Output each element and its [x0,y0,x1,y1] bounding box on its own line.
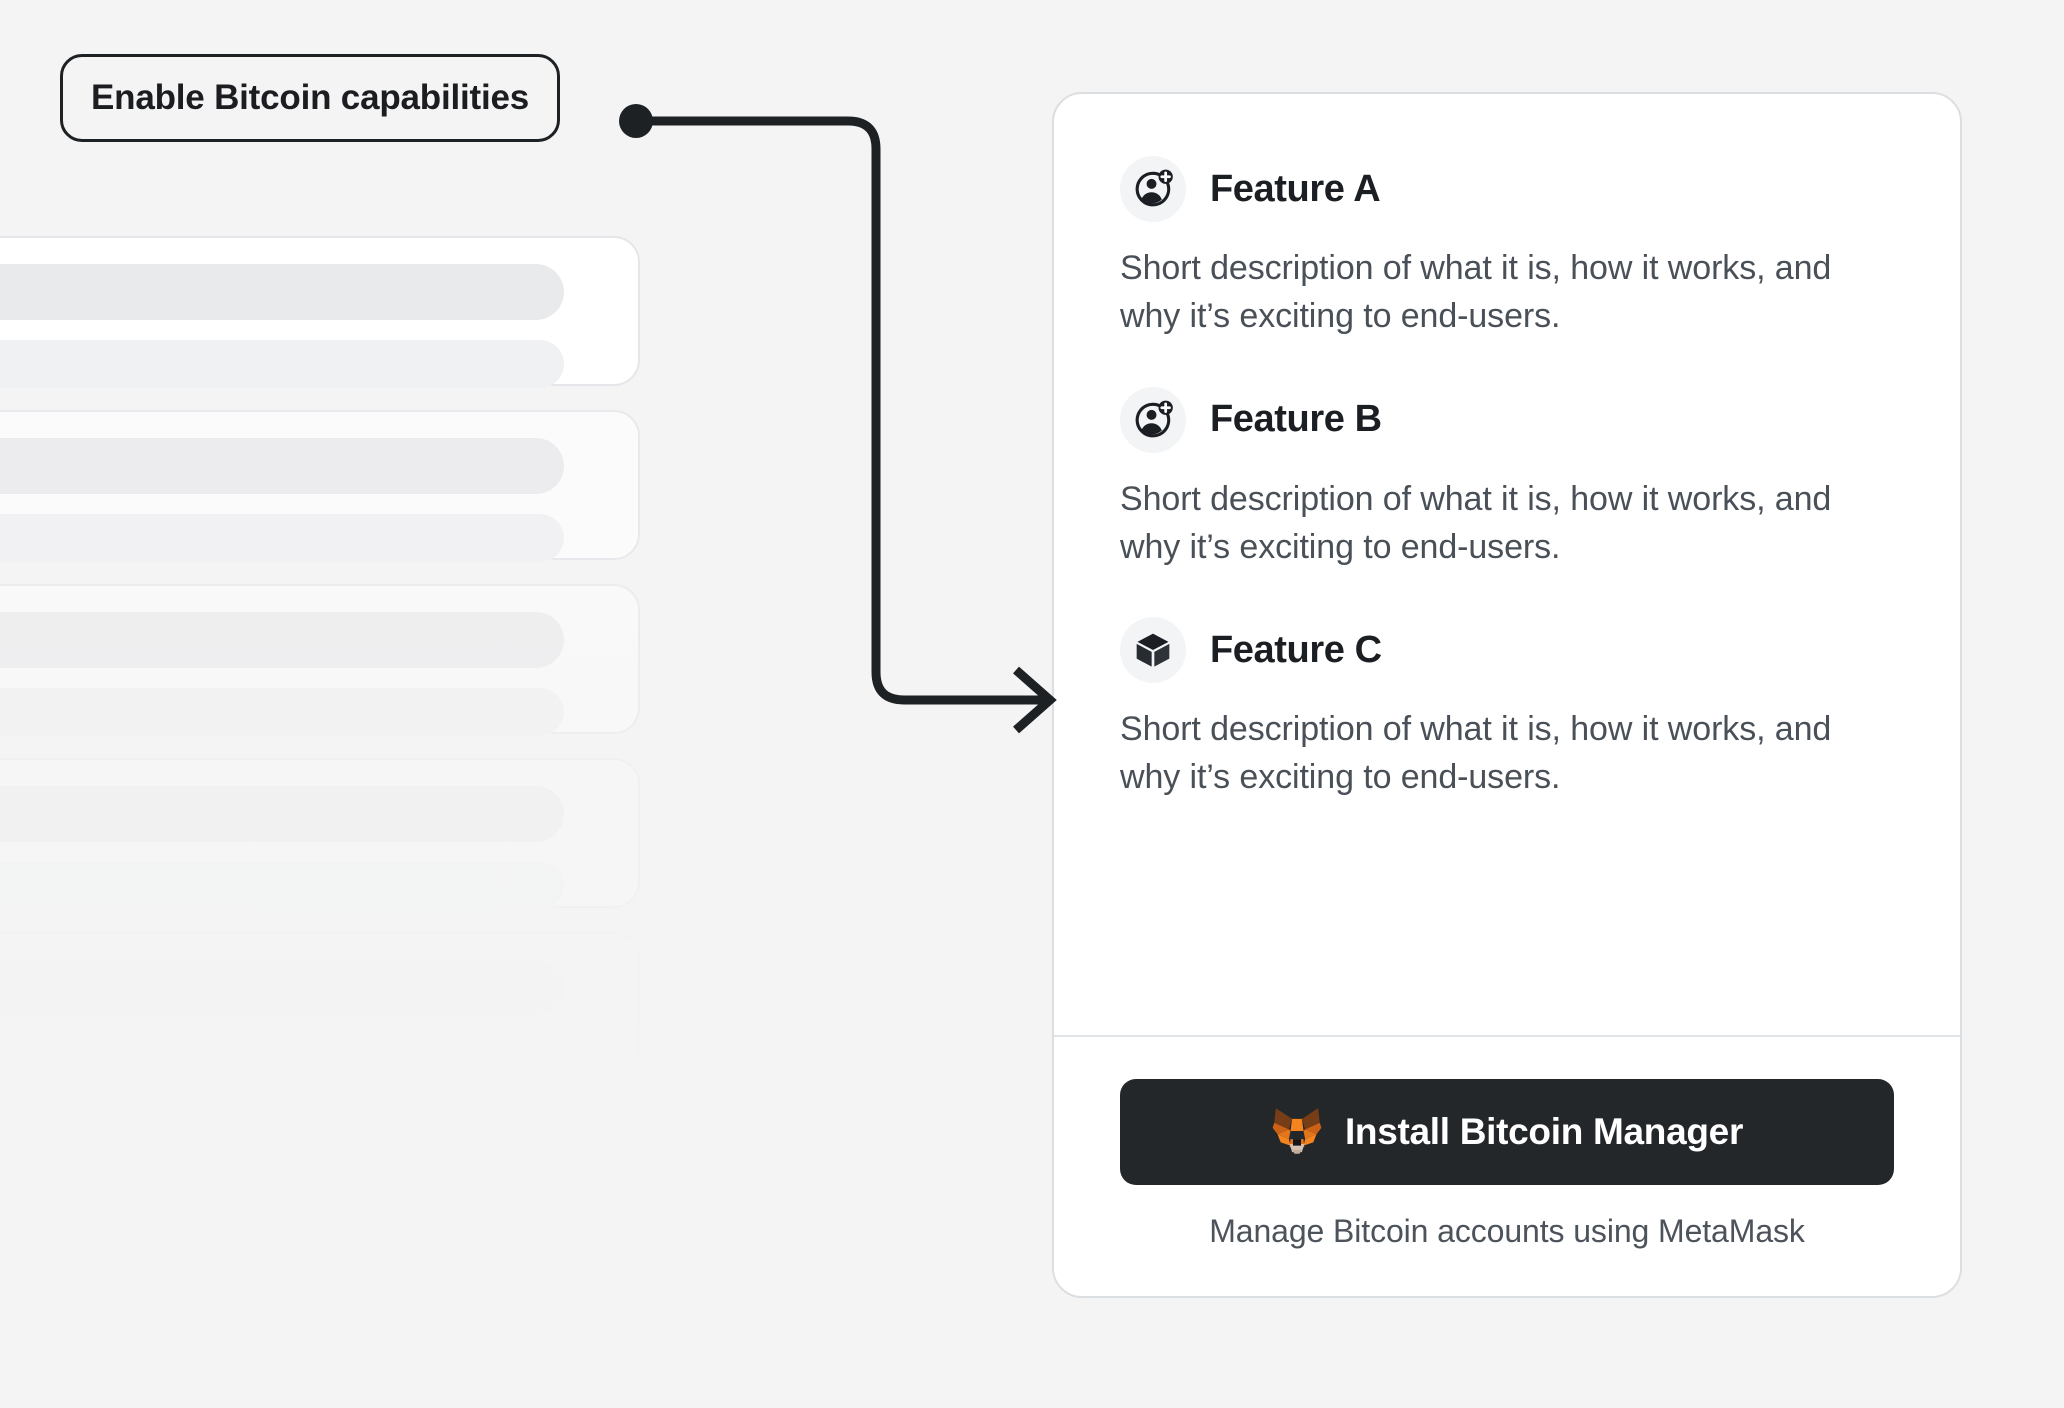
placeholder-bar-secondary [0,514,565,562]
feature-row: Feature C Short description of what it i… [1120,617,1894,802]
list-item-placeholder [0,584,640,736]
feature-row: Feature A Short description of what it i… [1120,156,1894,341]
placeholder-bar-primary [0,786,565,842]
feature-description: Short description of what it is, how it … [1120,479,1832,566]
callout-enable-bitcoin: Enable Bitcoin capabilities [60,54,561,142]
bitcoin-capabilities-card: Feature A Short description of what it i… [1052,92,1962,1298]
callout-label: Enable Bitcoin capabilities [91,78,530,117]
card-footer: Install Bitcoin Manager Manage Bitcoin a… [1054,1035,1960,1296]
placeholder-bar-primary [0,264,565,320]
install-bitcoin-manager-button[interactable]: Install Bitcoin Manager [1120,1079,1894,1185]
placeholder-bar-primary [0,612,565,668]
card-body: Feature A Short description of what it i… [1054,94,1960,1035]
placeholder-bar-primary [0,960,565,1016]
feature-row: Feature B Short description of what it i… [1120,386,1894,572]
account-add-icon [1120,156,1186,222]
feature-description: Short description of what it is, how it … [1120,710,1832,797]
list-item-placeholder [0,410,640,562]
list-item-placeholder [0,758,640,910]
placeholder-bar-secondary [0,862,565,910]
cube-icon [1120,617,1186,684]
connector-path [648,116,1046,705]
placeholder-bar-secondary [0,1036,565,1084]
placeholder-bar-primary [0,438,565,494]
feature-header: Feature A [1120,156,1894,222]
list-item-placeholder [0,932,640,1084]
footer-caption: Manage Bitcoin accounts using MetaMask [1209,1213,1805,1249]
account-add-icon [1120,386,1186,453]
install-button-label: Install Bitcoin Manager [1344,1111,1744,1152]
metamask-fox-icon [1271,1106,1323,1159]
list-item-placeholder [0,236,640,388]
feature-title: Feature B [1210,398,1382,441]
feature-header: Feature C [1120,617,1894,684]
connector-anchor-dot [619,104,653,138]
feature-description: Short description of what it is, how it … [1120,249,1832,336]
connector-arrowhead-icon [1013,666,1057,734]
feature-title: Feature A [1210,167,1381,210]
account-list-placeholder [0,236,640,1106]
placeholder-bar-secondary [0,688,565,736]
feature-header: Feature B [1120,386,1894,453]
placeholder-bar-secondary [0,340,565,388]
feature-title: Feature C [1210,628,1382,671]
